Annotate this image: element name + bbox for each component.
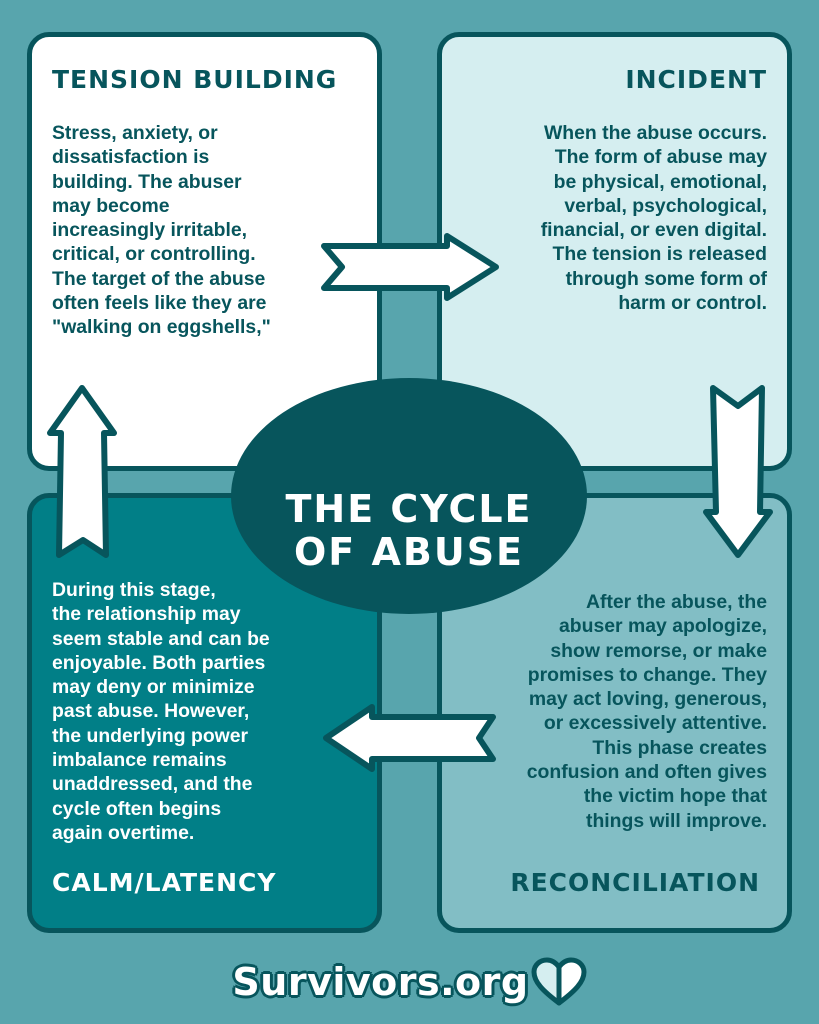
arrow-up-icon <box>47 385 117 558</box>
text-line: This phase creates <box>592 736 767 759</box>
stage-title-tension-building: TENSION BUILDING <box>52 65 338 94</box>
text-line: the underlying power <box>52 724 249 747</box>
arrow-left-icon <box>323 704 496 772</box>
stage-description-tension-building: Stress, anxiety, or dissatisfaction is b… <box>52 121 271 340</box>
arrow-right-icon <box>321 233 499 301</box>
text-line: confusion and often gives <box>526 761 767 784</box>
text-line: unaddressed, and the <box>52 773 253 796</box>
stage-title-incident: INCIDENT <box>625 65 767 94</box>
text-line: often feels like they are <box>52 292 267 315</box>
text-line: When the abuse occurs. <box>543 122 767 144</box>
text-line: the victim hope that <box>583 785 767 808</box>
diagram-title: THE CYCLE OF ABUSE <box>231 488 587 574</box>
text-line: critical, or controlling. <box>52 243 256 266</box>
text-line: enjoyable. Both parties <box>52 651 266 674</box>
text-line: verbal, psychological, <box>564 194 767 217</box>
text-line: promises to change. They <box>527 663 767 686</box>
text-line: The target of the abuse <box>52 267 266 290</box>
text-line: harm or control. <box>618 292 767 315</box>
text-line: may deny or minimize <box>52 676 255 699</box>
center-title-badge: THE CYCLE OF ABUSE <box>231 378 587 614</box>
text-line: financial, or even digital. <box>540 219 767 242</box>
text-line: past abuse. However, <box>52 700 250 723</box>
text-line: may act loving, generous, <box>528 688 767 711</box>
heart-icon <box>531 957 587 1006</box>
text-line: The tension is released <box>552 243 767 266</box>
text-line: Stress, anxiety, or <box>52 122 218 144</box>
title-line: OF ABUSE <box>293 530 525 575</box>
text-line: building. The abuser <box>52 170 242 193</box>
stage-description-reconciliation: After the abuse, the abuser may apologiz… <box>527 590 767 833</box>
arrow-down-icon <box>703 385 773 558</box>
text-line: things will improve. <box>585 809 767 832</box>
stage-title-reconciliation: RECONCILIATION <box>510 868 760 897</box>
text-line: show remorse, or make <box>550 639 767 662</box>
brand-name: Survivors.org <box>232 960 529 1004</box>
text-line: After the abuse, the <box>585 591 767 613</box>
text-line: cycle often begins <box>52 797 222 820</box>
text-line: abuser may apologize, <box>559 615 767 638</box>
text-line: the relationship may <box>52 603 241 626</box>
text-line: During this stage, <box>52 579 216 601</box>
text-line: through some form of <box>565 267 767 290</box>
title-line: THE CYCLE <box>285 487 533 532</box>
text-line: be physical, emotional, <box>553 170 767 193</box>
text-line: may become <box>52 194 170 217</box>
text-line: imbalance remains <box>52 749 227 772</box>
text-line: The form of abuse may <box>554 146 767 169</box>
stage-description-incident: When the abuse occurs. The form of abuse… <box>541 121 767 315</box>
text-line: increasingly irritable, <box>52 219 248 242</box>
stage-description-calm-latency: During this stage, the relationship may … <box>52 578 270 845</box>
text-line: again overtime. <box>52 821 195 844</box>
text-line: seem stable and can be <box>52 627 270 650</box>
footer-logo: Survivors.org <box>0 952 819 1012</box>
text-line: "walking on eggshells," <box>52 316 271 339</box>
text-line: dissatisfaction is <box>52 146 210 169</box>
stage-title-calm-latency: CALM/LATENCY <box>52 868 277 897</box>
text-line: or excessively attentive. <box>543 712 767 735</box>
